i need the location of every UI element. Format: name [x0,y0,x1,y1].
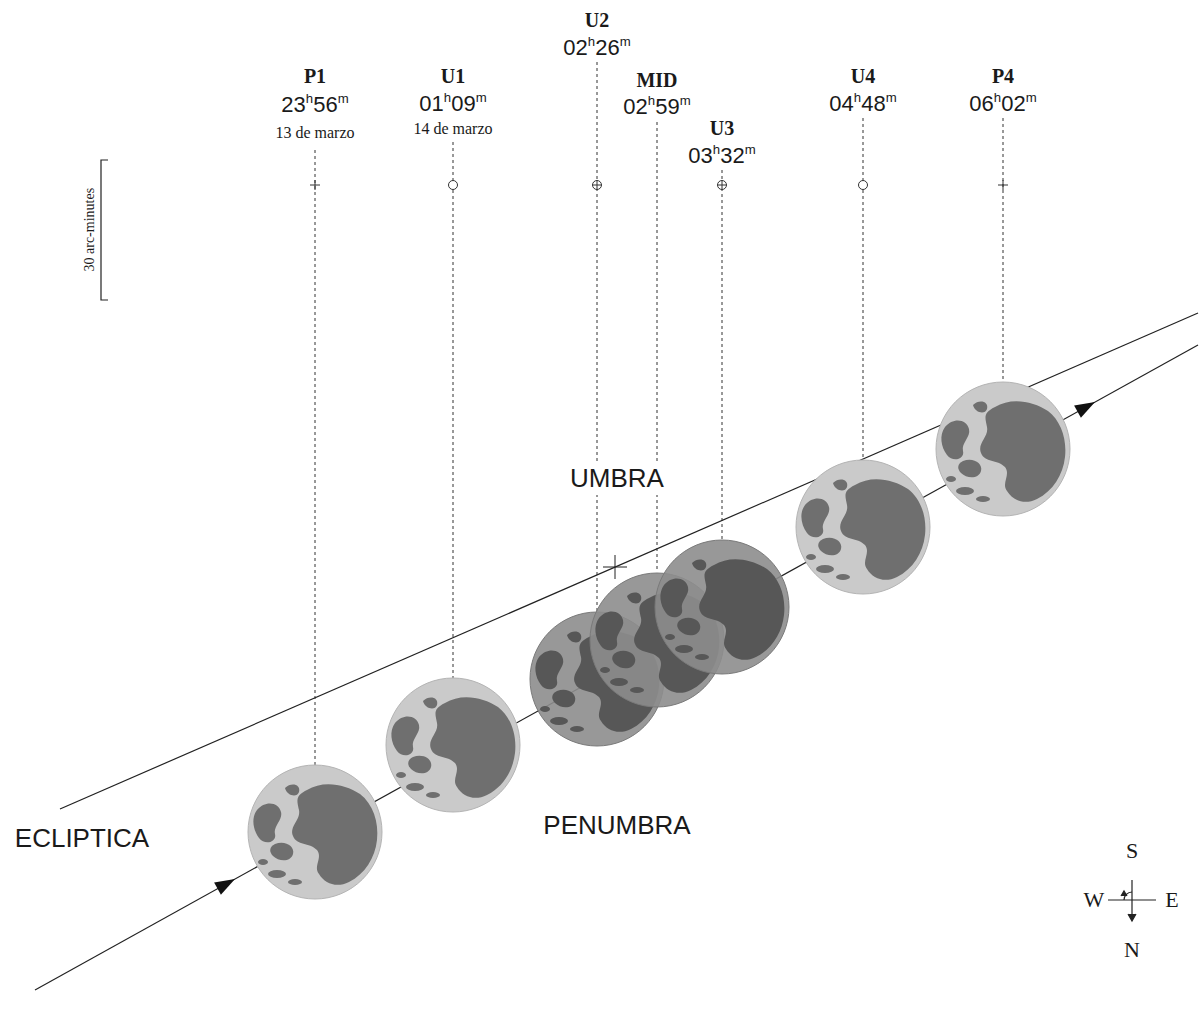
compass-label: S [1126,839,1138,863]
compass-label: N [1124,938,1140,962]
contact-name: U1 [441,65,465,87]
ecliptic-label: ECLIPTICA [9,822,155,855]
contact-time: 02h26m [563,36,630,60]
shadow-disc [280,230,950,900]
contact-name: U3 [710,117,734,139]
compass-label: E [1165,888,1178,912]
contact-date: 14 de marzo [413,120,492,138]
scale-label: 30 arc-minutes [82,188,97,272]
contact-time: 04h48m [829,92,896,116]
contact-time: 01h09m [419,92,486,116]
shadow-disc [445,383,785,723]
contact-name: MID [636,69,677,91]
contact-name: U2 [585,9,609,31]
contact-time: 06h02m [969,92,1036,116]
region-label: UMBRA [562,461,672,496]
penumbra-region: PENUMBRA UMBRA [280,230,950,900]
contact-time: 02h59m [623,95,690,119]
contact-date: 13 de marzo [275,124,354,142]
contact-name: P4 [992,65,1014,87]
compass-label: W [1084,888,1105,912]
contact-time: 23h56m [281,93,348,117]
region-label: PENUMBRA [535,808,698,843]
contact-time: 03h32m [688,144,755,168]
umbra-region: UMBRA [445,383,785,723]
contact-name: U4 [851,65,875,87]
contact-name: P1 [304,65,326,87]
